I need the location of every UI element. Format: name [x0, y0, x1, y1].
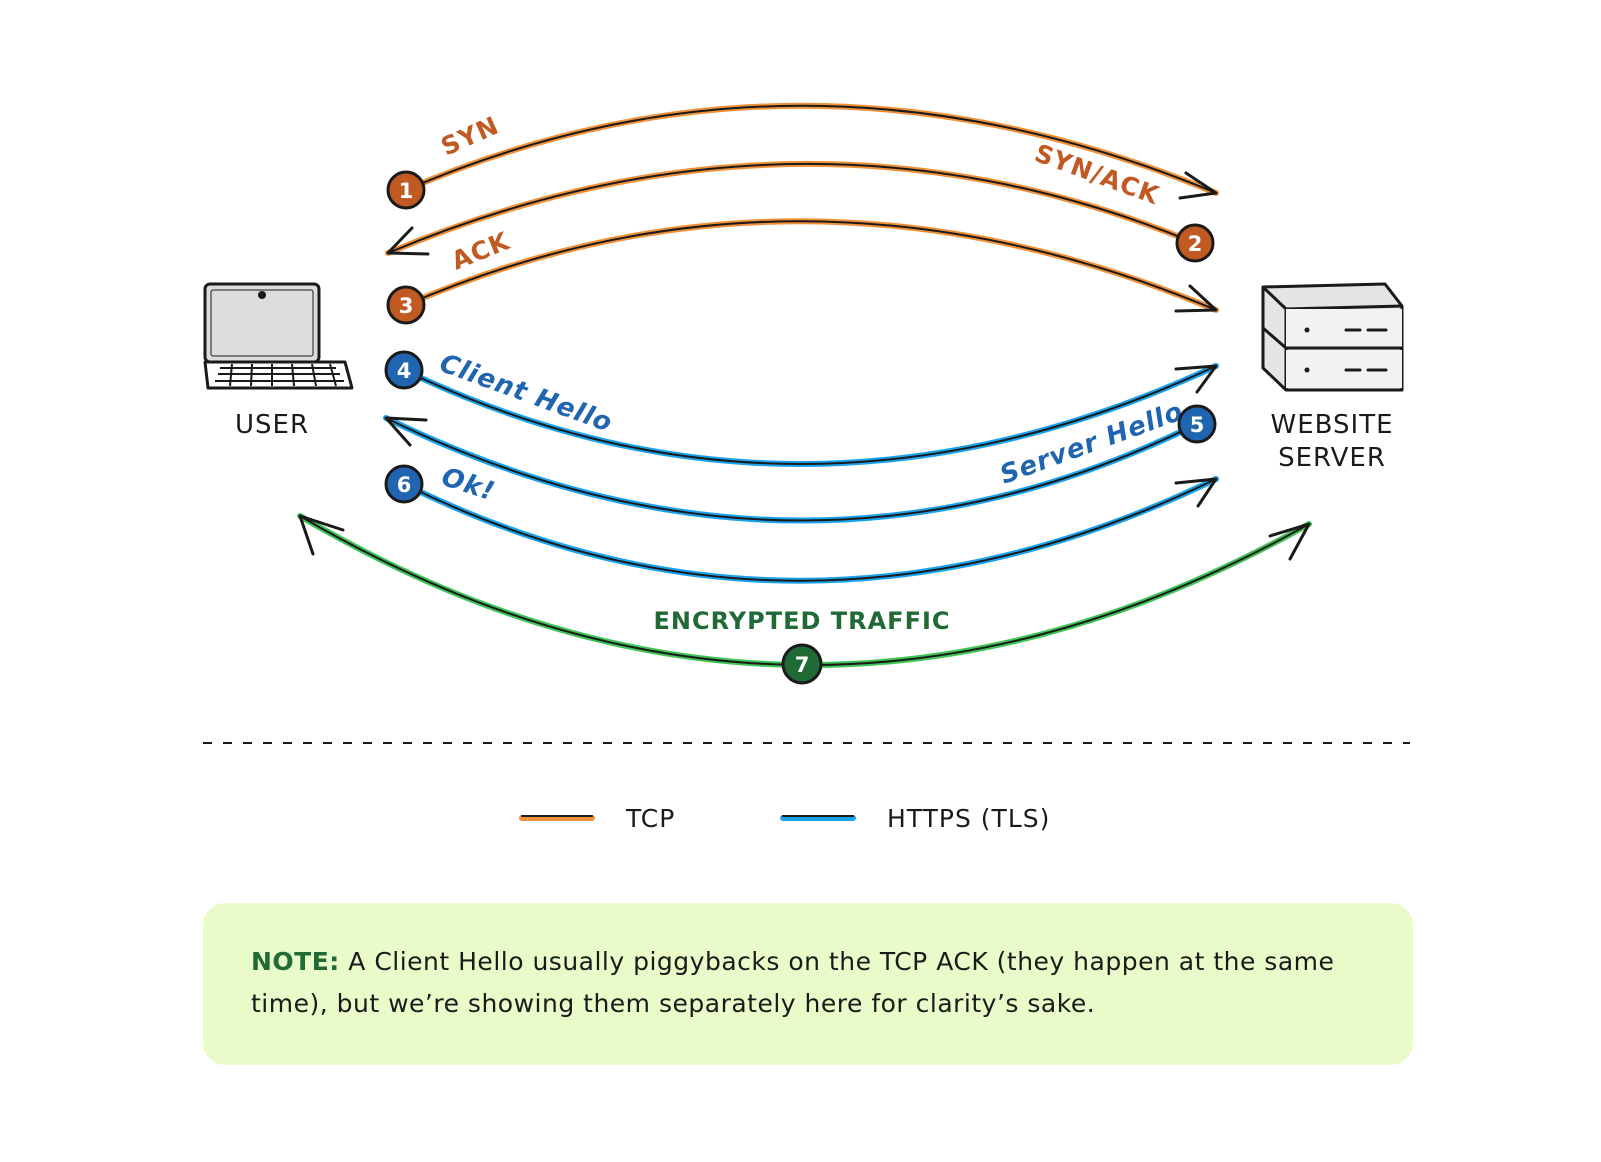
legend-tls-swatch — [780, 815, 856, 821]
badge-step-7: 7 — [781, 643, 823, 685]
badge-step-6-number: 6 — [397, 473, 412, 497]
server-label-line2: SERVER — [1278, 443, 1386, 473]
badge-step-4: 4 — [384, 350, 424, 390]
badge-step-3-number: 3 — [399, 294, 414, 318]
arrow-step-3 — [403, 218, 1219, 313]
legend-tls-label: HTTPS (TLS) — [887, 804, 1050, 833]
arrow-step-7 — [297, 513, 1312, 668]
user-label: USER — [235, 410, 309, 440]
badge-step-1: 1 — [386, 170, 426, 210]
arrow-step-1 — [403, 102, 1219, 200]
legend-tcp-swatch — [519, 815, 595, 821]
arrow-step-4 — [401, 363, 1219, 467]
badge-step-1-number: 1 — [399, 179, 414, 203]
server-label-line1: WEBSITE — [1271, 410, 1394, 440]
badge-step-7-number: 7 — [795, 653, 810, 677]
badge-step-3: 3 — [386, 285, 426, 325]
badge-step-2-number: 2 — [1188, 232, 1203, 256]
badge-step-5: 5 — [1177, 404, 1217, 444]
badge-step-6: 6 — [384, 464, 424, 504]
badge-step-2: 2 — [1175, 223, 1215, 263]
legend-tcp-label: TCP — [625, 804, 675, 833]
badge-step-5-number: 5 — [1190, 413, 1205, 437]
note-label: NOTE: — [251, 947, 340, 976]
note-paragraph: NOTE: A Client Hello usually piggybacks … — [251, 941, 1367, 1025]
laptop-icon — [203, 282, 354, 390]
server-icon — [1261, 282, 1404, 392]
arrow-step-2 — [385, 161, 1198, 256]
label-ok: Ok! — [438, 462, 499, 507]
legend: TCP HTTPS (TLS) — [519, 804, 1050, 833]
badge-step-4-number: 4 — [397, 359, 412, 383]
arrow-step-6 — [401, 476, 1219, 584]
arrow-step-5 — [383, 415, 1200, 524]
label-encrypted-traffic: ENCRYPTED TRAFFIC — [653, 607, 950, 635]
note-text: A Client Hello usually piggybacks on the… — [251, 947, 1335, 1018]
note-box: NOTE: A Client Hello usually piggybacks … — [203, 903, 1413, 1065]
